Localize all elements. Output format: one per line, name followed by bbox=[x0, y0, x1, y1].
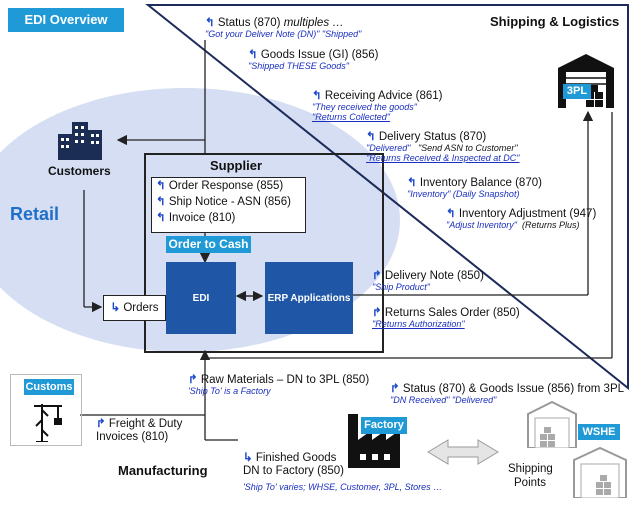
msg-label: Goods Issue (GI) (856) bbox=[260, 49, 379, 61]
msg-sub: 'Ship To' is a Factory bbox=[188, 386, 271, 396]
msg-label: Status (870) & Goods Issue (856) from 3P… bbox=[402, 383, 625, 395]
msg-sub: 'Ship To' varies; WHSE, Customer, 3PL, S… bbox=[243, 482, 443, 492]
curved-arrow-icon: ↰ bbox=[156, 180, 169, 192]
msg-label: Raw Materials – DN to 3PL (850) bbox=[200, 374, 370, 386]
shipping-points-line: Shipping bbox=[508, 463, 553, 475]
msg-freight: ↱ Freight & Duty Invoices (810) bbox=[96, 418, 182, 444]
msg-sub: "Shipped THESE Goods" bbox=[248, 61, 349, 71]
supplier-message-label: Invoice (810) bbox=[168, 212, 236, 224]
msg-sub: "Returns Collected" bbox=[312, 112, 390, 122]
msg-label: Invoices (810) bbox=[96, 431, 169, 443]
msg-goods-issue: ↰ Goods Issue (GI) (856) "Shipped THESE … bbox=[248, 47, 378, 71]
region-retail: Retail bbox=[10, 204, 60, 224]
factory-icon bbox=[348, 414, 400, 468]
msg-sub: (Returns Plus) bbox=[521, 220, 580, 230]
curved-arrow-icon: ↱ bbox=[372, 307, 385, 319]
curved-arrow-icon: ↱ bbox=[96, 418, 109, 430]
msg-returns-sales-order: ↱ Returns Sales Order (850) "Returns Aut… bbox=[372, 305, 520, 329]
supplier-message: ↰ Ship Notice - ASN (856) bbox=[152, 194, 305, 210]
msg-sub: "DN Received" "Delivered" bbox=[390, 395, 497, 405]
curved-arrow-icon: ↰ bbox=[248, 49, 261, 61]
curved-arrow-icon: ↰ bbox=[156, 196, 169, 208]
msg-label: Returns Sales Order (850) bbox=[384, 307, 520, 319]
msg-sub: "Adjust Inventory" bbox=[446, 220, 517, 230]
msg-sub: "Ship Product" bbox=[372, 282, 430, 292]
msg-label: Delivery Status (870) bbox=[378, 131, 487, 143]
tag-customs: Customs bbox=[24, 379, 74, 395]
warehouse-icon bbox=[573, 446, 627, 498]
msg-label: Inventory Adjustment (947) bbox=[458, 208, 597, 220]
supplier-title: Supplier bbox=[210, 158, 263, 173]
supplier-message: ↰ Invoice (810) bbox=[152, 210, 305, 226]
curved-arrow-icon: ↰ bbox=[312, 90, 325, 102]
curved-arrow-icon: ↱ bbox=[188, 374, 201, 386]
msg-sub: "Returns Received & Inspected at DC" bbox=[366, 153, 520, 163]
msg-sub: "Inventory" (Daily Snapshot) bbox=[407, 189, 520, 199]
curved-arrow-icon: ↱ bbox=[372, 270, 385, 282]
supplier-box bbox=[144, 153, 384, 353]
region-shipping-logistics: Shipping & Logistics bbox=[490, 14, 620, 29]
msg-inventory-adjustment: ↰ Inventory Adjustment (947) "Adjust Inv… bbox=[446, 206, 596, 230]
order-to-cash-tag: Order to Cash bbox=[166, 236, 251, 253]
msg-label: Finished Goods bbox=[255, 452, 337, 464]
msg-label: Freight & Duty bbox=[108, 418, 183, 430]
curved-arrow-icon: ↰ bbox=[446, 208, 459, 220]
supplier-message-label: Ship Notice - ASN (856) bbox=[168, 196, 291, 208]
erp-box: ERP Applications bbox=[265, 262, 353, 334]
curved-arrow-icon: ↰ bbox=[407, 177, 420, 189]
msg-sub: "They received the goods" bbox=[312, 102, 417, 112]
crane-icon bbox=[34, 404, 62, 442]
msg-raw-materials: ↱ Raw Materials – DN to 3PL (850) 'Ship … bbox=[188, 372, 369, 396]
tag-whse: WSHE bbox=[578, 424, 620, 440]
msg-label: Delivery Note (850) bbox=[384, 270, 484, 282]
msg-receiving: ↰ Receiving Advice (861) "They received … bbox=[312, 88, 442, 122]
logistics-triangle bbox=[145, 4, 629, 391]
msg-sub: "Delivered" bbox=[366, 143, 411, 153]
curved-arrow-icon: ↳ bbox=[243, 452, 256, 464]
shipping-points-label: Shipping Points bbox=[508, 462, 553, 490]
msg-status: ↰ Status (870) multiples … "Got your Del… bbox=[205, 15, 361, 39]
curved-arrow-icon: ↰ bbox=[366, 131, 379, 143]
region-manufacturing: Manufacturing bbox=[118, 463, 208, 478]
tag-factory: Factory bbox=[361, 417, 407, 434]
msg-delivery-status: ↰ Delivery Status (870) "Delivered" "Sen… bbox=[366, 129, 519, 163]
curved-arrow-icon: ↰ bbox=[156, 212, 169, 224]
warehouse-icon bbox=[527, 400, 577, 448]
buildings-icon bbox=[58, 122, 102, 160]
curved-arrow-icon: ↰ bbox=[205, 17, 218, 29]
msg-label: Receiving Advice (861) bbox=[324, 90, 443, 102]
msg-inventory-balance: ↰ Inventory Balance (870) "Inventory" (D… bbox=[407, 175, 542, 199]
edi-box: EDI bbox=[166, 262, 236, 334]
warehouse-icon bbox=[558, 54, 614, 108]
msg-status-gi: ↱ Status (870) & Goods Issue (856) from … bbox=[390, 381, 624, 405]
tag-3pl: 3PL bbox=[563, 84, 591, 99]
msg-delivery-note: ↱ Delivery Note (850) "Ship Product" bbox=[372, 268, 484, 292]
customs-panel bbox=[10, 374, 82, 446]
msg-label: DN to Factory (850) bbox=[243, 465, 344, 477]
msg-sub: "Send ASN to Customer" bbox=[417, 143, 518, 153]
orders-box: ↳ Orders bbox=[103, 295, 166, 321]
msg-label: Status (870) bbox=[217, 17, 281, 29]
curved-arrow-icon: ↳ bbox=[110, 302, 124, 314]
region-customers: Customers bbox=[48, 164, 111, 178]
curved-arrow-icon: ↱ bbox=[390, 383, 403, 395]
factory-shipping-arrow bbox=[427, 439, 499, 465]
orders-label: Orders bbox=[123, 302, 159, 314]
msg-finished-goods: ↳ Finished Goods DN to Factory (850) 'Sh… bbox=[243, 452, 442, 494]
supplier-message: ↰ Order Response (855) bbox=[152, 178, 305, 194]
msg-label: Inventory Balance (870) bbox=[419, 177, 542, 189]
page-title: EDI Overview bbox=[8, 8, 124, 32]
shipping-points-line: Points bbox=[514, 477, 546, 489]
supplier-messages-box: ↰ Order Response (855) ↰ Ship Notice - A… bbox=[151, 177, 306, 233]
msg-sub: "Returns Authorization" bbox=[372, 319, 465, 329]
msg-label-italic: multiples … bbox=[283, 17, 344, 29]
msg-sub: "Got your Deliver Note (DN)" "Shipped" bbox=[205, 29, 362, 39]
supplier-message-label: Order Response (855) bbox=[168, 180, 284, 192]
